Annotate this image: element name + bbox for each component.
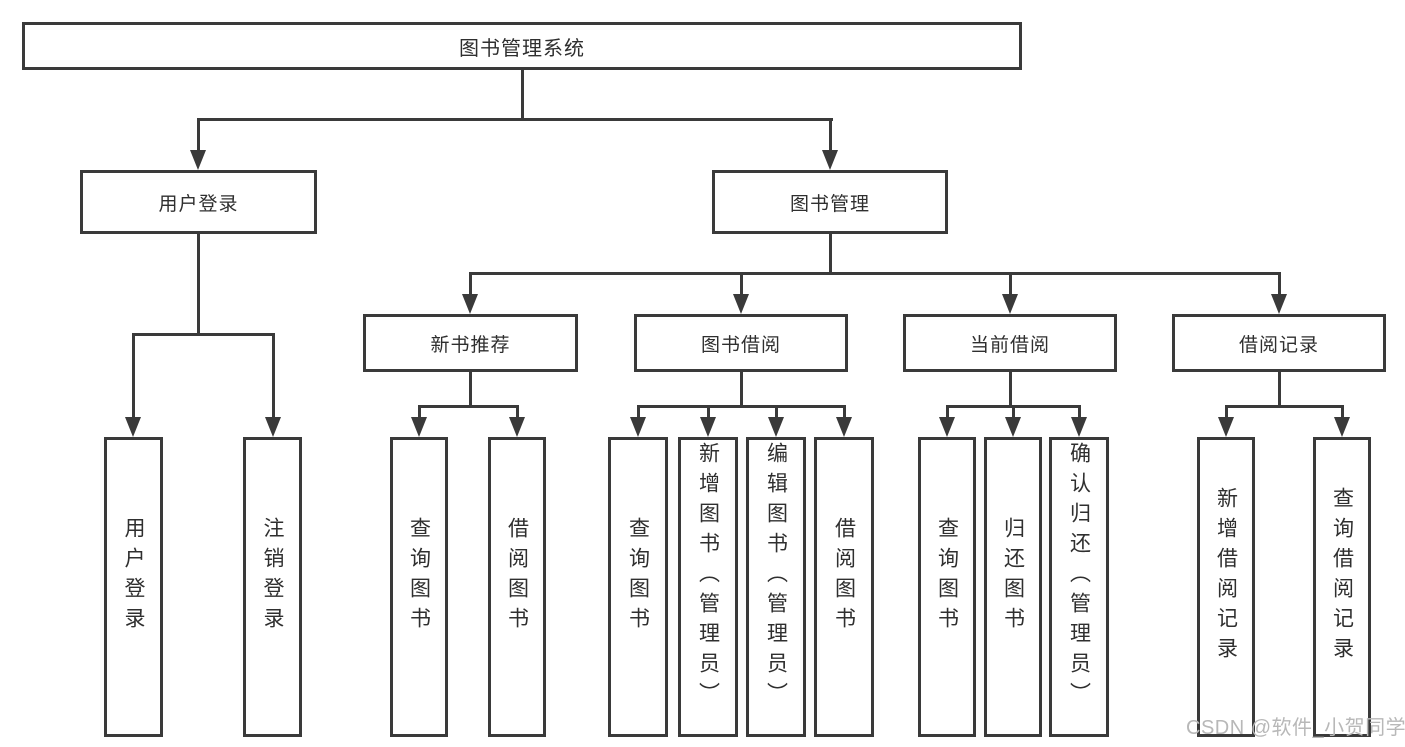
arrow-down-icon <box>462 294 478 314</box>
arrow-down-icon <box>836 417 852 437</box>
arrow-down-icon <box>1218 417 1234 437</box>
node-label: 用户登录 <box>122 517 145 637</box>
connector-line <box>521 70 524 120</box>
csdn-watermark: CSDN @软件_小贺同学 <box>1186 717 1405 739</box>
arrow-down-icon <box>1005 417 1021 437</box>
arrow-down-icon <box>939 417 955 437</box>
connector-line <box>637 405 640 419</box>
connector-line <box>829 118 832 152</box>
connector-line <box>1341 405 1344 419</box>
node-label: 借阅图书 <box>832 517 856 637</box>
node-leaf-confirm-return-admin: 确认归还（管理员） <box>1049 437 1109 737</box>
connector-line <box>946 405 949 419</box>
connector-line <box>469 272 472 296</box>
node-leaf-rec-borrow-books: 借阅图书 <box>488 437 546 737</box>
node-book-management: 图书管理 <box>712 170 948 234</box>
connector-line <box>843 405 846 419</box>
arrow-down-icon <box>822 150 838 170</box>
node-leaf-add-borrow-record: 新增借阅记录 <box>1197 437 1255 737</box>
node-label: 新增图书（管理员） <box>696 442 720 712</box>
connector-line <box>707 405 710 419</box>
node-label: 查询图书 <box>407 517 431 637</box>
arrow-down-icon <box>411 417 427 437</box>
connector-line <box>1278 372 1281 407</box>
node-label: 查询图书 <box>626 517 650 637</box>
arrow-down-icon <box>768 417 784 437</box>
arrow-down-icon <box>265 417 281 437</box>
node-leaf-borrow-books: 借阅图书 <box>814 437 874 737</box>
arrow-down-icon <box>190 150 206 170</box>
arrow-down-icon <box>630 417 646 437</box>
connector-line <box>1225 405 1344 408</box>
node-label: 当前借阅 <box>969 334 1050 356</box>
node-label: 确认归还（管理员） <box>1067 442 1091 712</box>
node-label: 借阅记录 <box>1238 334 1319 356</box>
arrow-down-icon <box>125 417 141 437</box>
node-leaf-logout: 注销登录 <box>243 437 302 737</box>
node-leaf-current-query-books: 查询图书 <box>918 437 976 737</box>
connector-line <box>469 272 1281 275</box>
node-label: 图书管理系统 <box>459 37 585 60</box>
connector-line <box>740 272 743 296</box>
node-label: 借阅图书 <box>505 517 529 637</box>
node-label: 用户登录 <box>158 193 239 215</box>
node-leaf-return-books: 归还图书 <box>984 437 1042 737</box>
connector-line <box>418 405 421 419</box>
connector-line <box>829 234 832 274</box>
node-current-borrowing: 当前借阅 <box>903 314 1117 372</box>
node-label: 查询图书 <box>935 517 959 637</box>
arrow-down-icon <box>700 417 716 437</box>
node-user-login: 用户登录 <box>80 170 317 234</box>
connector-line <box>418 405 519 408</box>
arrow-down-icon <box>1271 294 1287 314</box>
node-label: 图书借阅 <box>700 334 781 356</box>
node-label: 归还图书 <box>1001 517 1025 637</box>
connector-line <box>1009 372 1012 407</box>
arrow-down-icon <box>1334 417 1350 437</box>
connector-line <box>1078 405 1081 419</box>
connector-line <box>1009 272 1012 296</box>
connector-line <box>637 405 846 408</box>
connector-line <box>1278 272 1281 296</box>
connector-line <box>197 118 200 152</box>
node-leaf-borrow-query-books: 查询图书 <box>608 437 668 737</box>
connector-line <box>197 118 833 121</box>
arrow-down-icon <box>1002 294 1018 314</box>
node-leaf-add-books-admin: 新增图书（管理员） <box>678 437 738 737</box>
arrow-down-icon <box>509 417 525 437</box>
node-borrow-records: 借阅记录 <box>1172 314 1386 372</box>
node-label: 图书管理 <box>789 193 870 215</box>
node-label: 新增借阅记录 <box>1214 487 1238 667</box>
node-new-book-recommend: 新书推荐 <box>363 314 578 372</box>
connector-line <box>740 372 743 407</box>
node-leaf-user-login: 用户登录 <box>104 437 163 737</box>
arrow-down-icon <box>1071 417 1087 437</box>
connector-line <box>132 333 275 336</box>
node-leaf-edit-books-admin: 编辑图书（管理员） <box>746 437 806 737</box>
connector-line <box>469 372 472 407</box>
node-label: 注销登录 <box>261 517 284 637</box>
connector-line <box>132 333 135 419</box>
connector-line <box>197 234 200 335</box>
arrow-down-icon <box>733 294 749 314</box>
connector-line <box>272 333 275 419</box>
connector-line <box>1012 405 1015 419</box>
node-label: 查询借阅记录 <box>1330 487 1354 667</box>
node-book-borrowing: 图书借阅 <box>634 314 848 372</box>
node-label: 新书推荐 <box>430 334 511 356</box>
node-label: 编辑图书（管理员） <box>764 442 788 712</box>
node-root-system: 图书管理系统 <box>22 22 1022 70</box>
connector-line <box>516 405 519 419</box>
connector-line <box>775 405 778 419</box>
node-leaf-query-borrow-record: 查询借阅记录 <box>1313 437 1371 737</box>
connector-line <box>1225 405 1228 419</box>
node-leaf-rec-query-books: 查询图书 <box>390 437 448 737</box>
